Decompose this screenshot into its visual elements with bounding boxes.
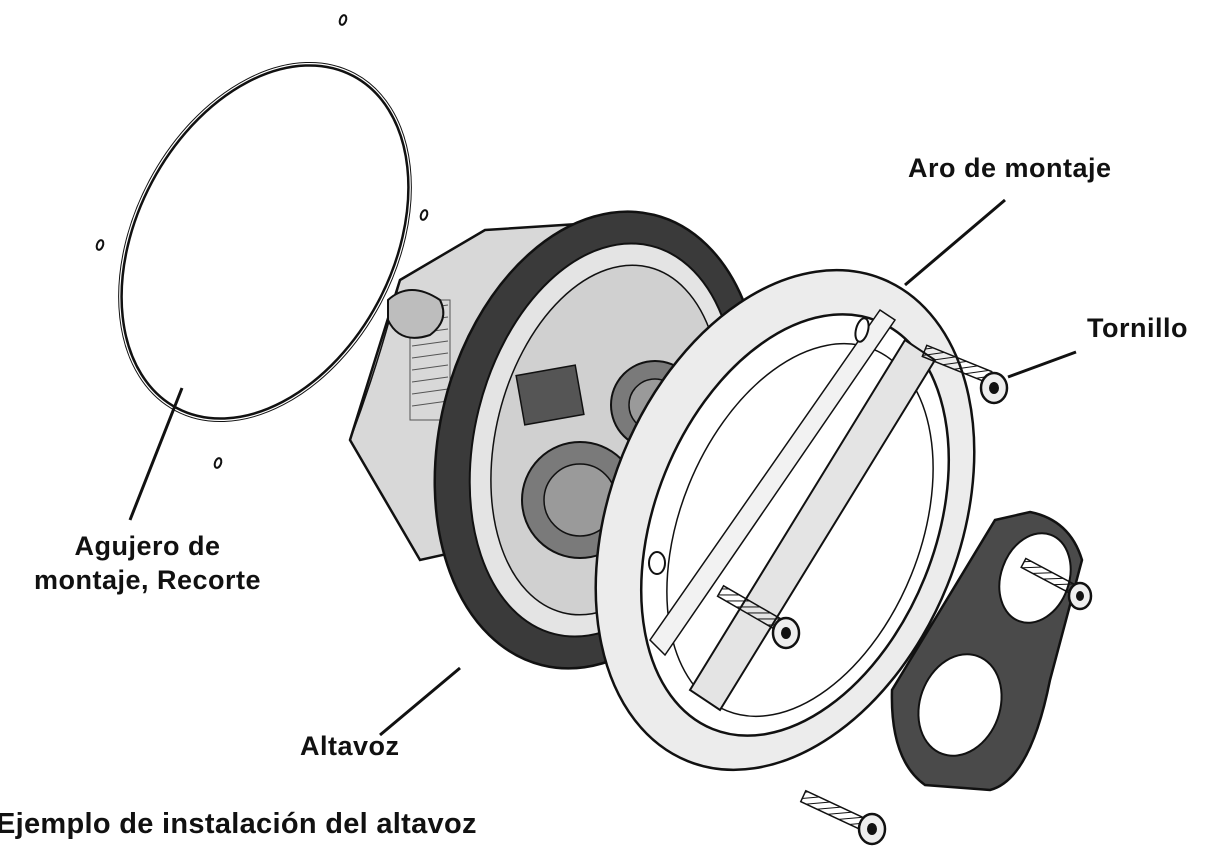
- label-screw: Tornillo: [1087, 313, 1188, 343]
- label-mounting-hole: Agujero de montaje, Recorte: [10, 530, 285, 598]
- leader-speaker: [379, 666, 461, 737]
- leader-mounting-hole: [128, 387, 184, 521]
- ring-screw-hole: [648, 551, 666, 575]
- leader-screw: [1007, 350, 1077, 379]
- screw: [799, 789, 887, 846]
- mounting-hole-outline: [95, 14, 429, 469]
- screw: [921, 344, 1009, 405]
- speaker-logo: [387, 289, 445, 339]
- screw-hole-mark: [95, 239, 105, 251]
- label-mounting-hole-line2: montaje, Recorte: [33, 564, 262, 595]
- screw-hole-mark: [338, 14, 348, 26]
- label-mounting-ring: Aro de montaje: [908, 153, 1112, 183]
- screw: [716, 584, 801, 650]
- ring-screw-hole: [854, 317, 870, 343]
- bracket: [890, 510, 1084, 792]
- leader-mounting-ring: [904, 198, 1006, 287]
- screw: [1020, 557, 1093, 611]
- screw-hole-mark: [213, 457, 223, 469]
- figure-caption: Ejemplo de instalación del altavoz: [0, 808, 477, 840]
- mounting-ring: [594, 268, 976, 772]
- screw-hole-mark: [419, 209, 429, 221]
- label-speaker: Altavoz: [300, 731, 400, 761]
- label-mounting-hole-line1: Agujero de: [74, 531, 221, 561]
